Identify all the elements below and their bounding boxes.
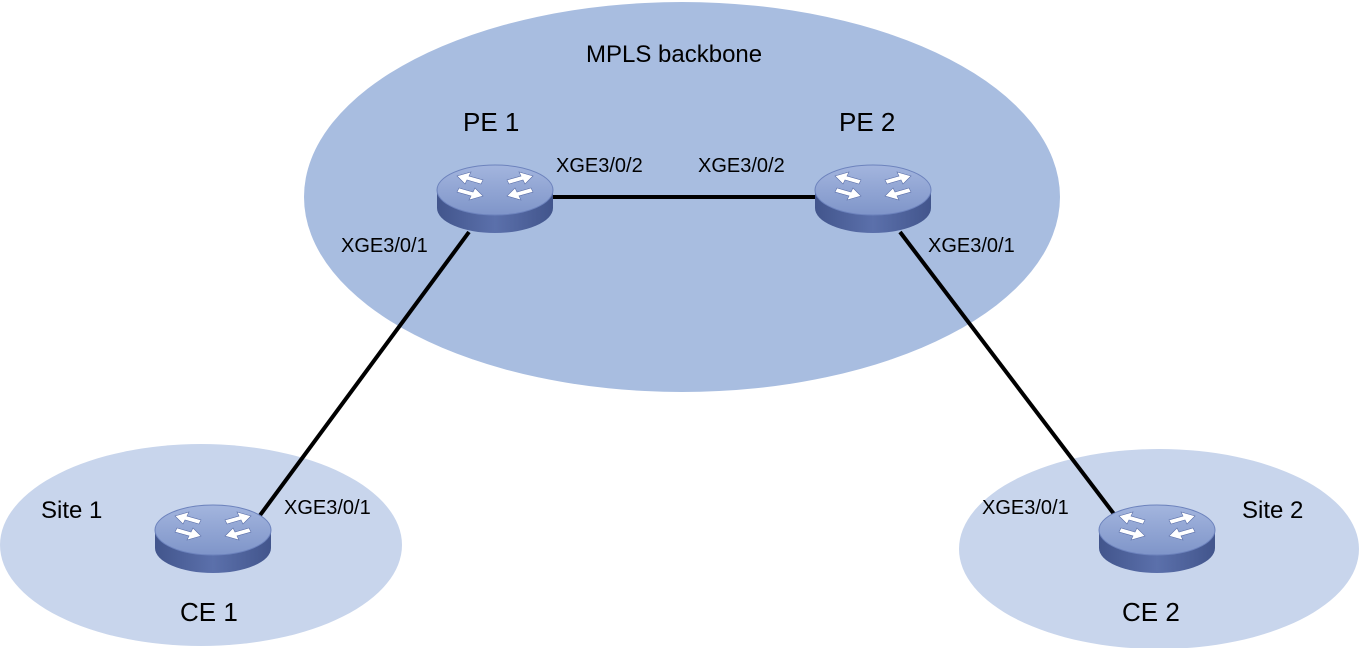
port-label-pe2-xge3-0-1: XGE3/0/1 <box>928 235 1015 257</box>
port-label-ce1-xge3-0-1: XGE3/0/1 <box>284 497 371 519</box>
router-pe1-icon[interactable] <box>436 164 554 234</box>
router-ce2-icon[interactable] <box>1098 504 1216 574</box>
link-pe2-ce2 <box>898 230 1119 520</box>
port-label-pe2-xge3-0-2: XGE3/0/2 <box>698 155 785 177</box>
link-pe1-ce1 <box>256 230 471 520</box>
port-label-pe1-xge3-0-2: XGE3/0/2 <box>556 155 643 177</box>
site1-label: Site 1 <box>41 497 102 524</box>
pe1-label: PE 1 <box>463 107 519 137</box>
backbone-label: MPLS backbone <box>586 41 762 68</box>
ce1-label: CE 1 <box>180 597 238 627</box>
port-label-pe1-xge3-0-1: XGE3/0/1 <box>341 235 428 257</box>
router-ce1-icon[interactable] <box>154 504 272 574</box>
site2-label: Site 2 <box>1242 497 1303 524</box>
port-label-ce2-xge3-0-1: XGE3/0/1 <box>982 497 1069 519</box>
router-pe2-icon[interactable] <box>814 164 932 234</box>
pe2-label: PE 2 <box>839 107 895 137</box>
ce2-label: CE 2 <box>1122 597 1180 627</box>
